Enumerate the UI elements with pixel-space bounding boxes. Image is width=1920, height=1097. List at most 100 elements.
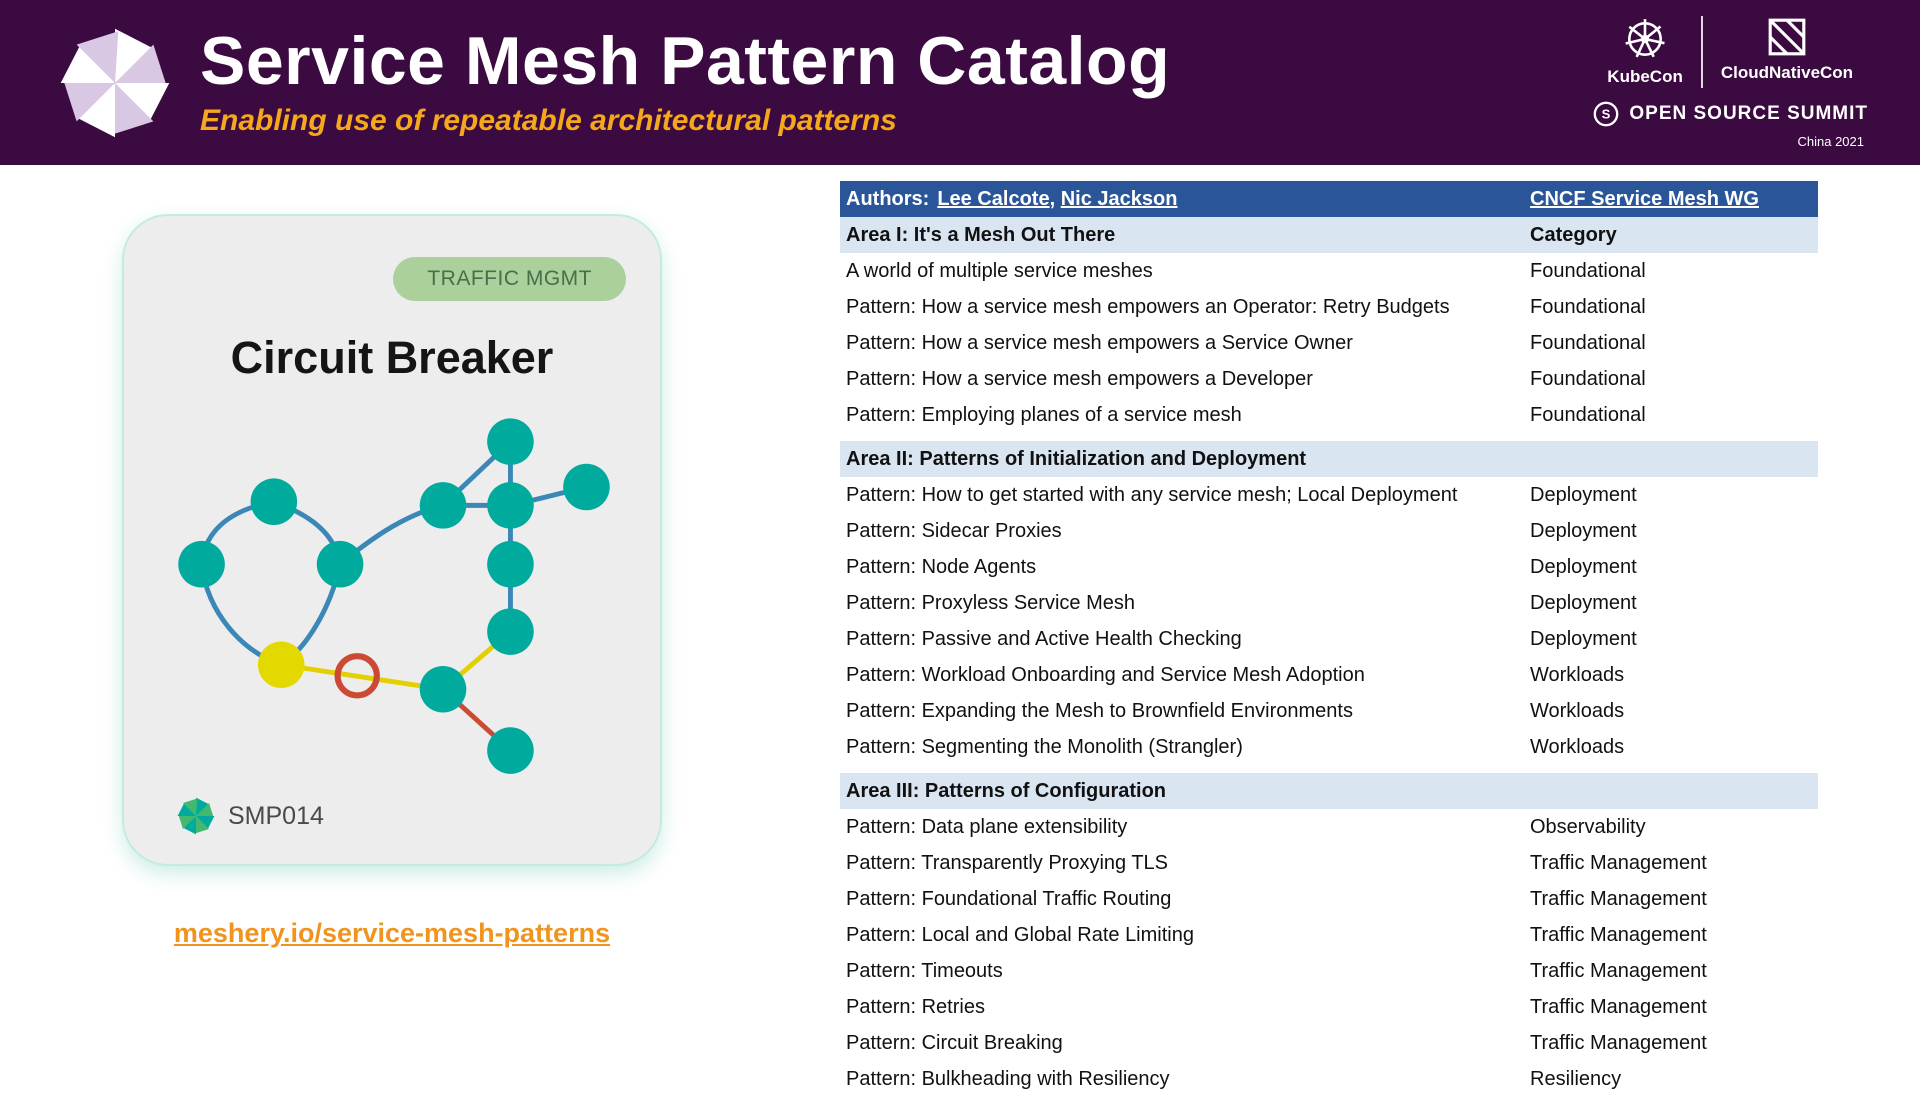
edition-label: China 2021 bbox=[1797, 134, 1865, 149]
page-subtitle: Enabling use of repeatable architectural… bbox=[200, 104, 897, 138]
pattern-row: Pattern: Node Agents Deployment bbox=[840, 549, 1818, 585]
category-header: Category bbox=[1530, 224, 1617, 246]
pattern-row: A world of multiple service meshes Founda… bbox=[840, 253, 1818, 289]
kubecon-logo: KubeCon bbox=[1607, 16, 1683, 87]
category-cell: Foundational bbox=[1530, 404, 1646, 426]
area-header-row: Area III: Patterns of Configuration bbox=[840, 773, 1818, 809]
pattern-cell: Pattern: Foundational Traffic Routing bbox=[846, 888, 1172, 910]
failing-node bbox=[257, 641, 305, 689]
pattern-row: Pattern: Passive and Active Health Check… bbox=[840, 621, 1818, 657]
category-cell: Foundational bbox=[1530, 368, 1646, 390]
pattern-cell: Pattern: Local and Global Rate Limiting bbox=[846, 924, 1194, 946]
category-cell: Traffic Management bbox=[1530, 888, 1707, 910]
pattern-cell: Pattern: Circuit Breaking bbox=[846, 1032, 1063, 1054]
category-cell: Deployment bbox=[1530, 556, 1637, 578]
category-cell: Deployment bbox=[1530, 628, 1637, 650]
author-link-lee-calcote[interactable]: Lee Calcote bbox=[937, 188, 1050, 210]
pattern-row: Pattern: Employing planes of a service m… bbox=[840, 397, 1818, 433]
pattern-cell: A world of multiple service meshes bbox=[846, 260, 1153, 282]
kubernetes-wheel-icon bbox=[1625, 19, 1665, 58]
pattern-cell: Pattern: Passive and Active Health Check… bbox=[846, 628, 1242, 650]
pattern-cell: Pattern: Bulkheading with Resiliency bbox=[846, 1068, 1170, 1090]
open-source-summit-icon: S bbox=[1594, 101, 1619, 127]
pattern-row: Pattern: How a service mesh empowers a D… bbox=[840, 361, 1818, 397]
pattern-row: Pattern: Foundational Traffic Routing Tra… bbox=[840, 881, 1818, 917]
svg-text:S: S bbox=[1602, 107, 1611, 122]
authors-label: Authors: bbox=[846, 188, 930, 210]
authors-separator: , bbox=[1049, 188, 1061, 210]
pattern-cell: Pattern: Segmenting the Monolith (Strang… bbox=[846, 736, 1243, 758]
cloudnativecon-logo: CloudNativeCon bbox=[1721, 16, 1853, 83]
area-title: Area III: Patterns of Configuration bbox=[846, 780, 1167, 802]
pattern-cell: Pattern: How a service mesh empowers a S… bbox=[846, 332, 1353, 354]
pattern-table: Authors: Lee Calcote, Nic Jackson CNCF Se… bbox=[840, 181, 1818, 1097]
conference-brand-block: KubeCon CloudNativeCon S OPEN SOURCE SUM… bbox=[1592, 16, 1868, 149]
category-cell: Traffic Management bbox=[1530, 1032, 1707, 1054]
category-cell: Foundational bbox=[1530, 260, 1646, 282]
category-cell: Traffic Management bbox=[1530, 996, 1707, 1018]
pattern-row: Pattern: How to get started with any ser… bbox=[840, 477, 1818, 513]
pattern-row: Pattern: Circuit Breaking Traffic Managem… bbox=[840, 1025, 1818, 1061]
pattern-row: Pattern: Expanding the Mesh to Brownfiel… bbox=[840, 693, 1818, 729]
pattern-table-sections: Area I: It's a Mesh Out There Category A w… bbox=[840, 217, 1818, 1097]
area-header-row: Area II: Patterns of Initialization and … bbox=[840, 441, 1818, 477]
pattern-cell: Pattern: Workload Onboarding and Service… bbox=[846, 664, 1365, 686]
pattern-row: Pattern: Local and Global Rate Limiting T… bbox=[840, 917, 1818, 953]
breaker-ring-icon bbox=[334, 653, 380, 699]
pattern-row: Pattern: Transparently Proxying TLS Traff… bbox=[840, 845, 1818, 881]
area-title: Area I: It's a Mesh Out There bbox=[846, 224, 1116, 246]
cloudnativecon-icon bbox=[1768, 18, 1806, 56]
pattern-cell: Pattern: How a service mesh empowers an … bbox=[846, 296, 1450, 318]
category-cell: Foundational bbox=[1530, 332, 1646, 354]
pattern-row: Pattern: How a service mesh empowers an … bbox=[840, 289, 1818, 325]
pattern-cell: Pattern: How a service mesh empowers a D… bbox=[846, 368, 1313, 390]
cloudnativecon-label: CloudNativeCon bbox=[1720, 63, 1854, 82]
category-cell: Resiliency bbox=[1530, 1068, 1622, 1090]
pattern-cell: Pattern: Expanding the Mesh to Brownfiel… bbox=[846, 700, 1353, 722]
service-nodes bbox=[178, 418, 610, 774]
pattern-cell: Pattern: Retries bbox=[846, 996, 985, 1018]
pattern-row: Pattern: Bulkheading with Resiliency Resi… bbox=[840, 1061, 1818, 1097]
category-cell: Deployment bbox=[1530, 592, 1637, 614]
category-cell: Workloads bbox=[1530, 664, 1625, 686]
pattern-row: Pattern: Retries Traffic Management bbox=[840, 989, 1818, 1025]
pattern-row: Pattern: Proxyless Service Mesh Deploymen… bbox=[840, 585, 1818, 621]
brand-divider bbox=[1700, 16, 1703, 88]
author-link-nic-jackson[interactable]: Nic Jackson bbox=[1060, 188, 1178, 210]
category-cell: Deployment bbox=[1530, 484, 1637, 506]
kubecon-label: KubeCon bbox=[1607, 67, 1683, 86]
pattern-cell: Pattern: Proxyless Service Mesh bbox=[846, 592, 1135, 614]
pattern-cell: Pattern: Node Agents bbox=[846, 556, 1037, 578]
category-cell: Traffic Management bbox=[1530, 852, 1707, 874]
category-badge: TRAFFIC MGMT bbox=[393, 257, 626, 301]
category-cell: Workloads bbox=[1530, 700, 1625, 722]
pattern-cell: Pattern: Employing planes of a service m… bbox=[846, 404, 1242, 426]
pattern-cell: Pattern: Data plane extensibility bbox=[846, 816, 1128, 838]
pattern-row: Pattern: Workload Onboarding and Service… bbox=[840, 657, 1818, 693]
table-header-row: Authors: Lee Calcote, Nic Jackson CNCF Se… bbox=[840, 181, 1818, 217]
meshery-logo-icon bbox=[60, 28, 170, 137]
pattern-cell: Pattern: How to get started with any ser… bbox=[846, 484, 1458, 506]
category-cell: Observability bbox=[1530, 816, 1646, 838]
area-title: Area II: Patterns of Initialization and … bbox=[846, 448, 1307, 470]
category-cell: Traffic Management bbox=[1530, 924, 1707, 946]
page-title: Service Mesh Pattern Catalog bbox=[200, 22, 1171, 99]
category-cell: Deployment bbox=[1530, 520, 1637, 542]
category-cell: Workloads bbox=[1530, 736, 1625, 758]
pattern-card-title: Circuit Breaker bbox=[230, 332, 554, 383]
category-cell: Foundational bbox=[1530, 296, 1646, 318]
meshery-logo-small-icon bbox=[177, 797, 215, 835]
pattern-row: Pattern: Segmenting the Monolith (Strang… bbox=[840, 729, 1818, 765]
catalog-link[interactable]: meshery.io/service-mesh-patterns bbox=[173, 918, 611, 948]
circuit-breaker-diagram bbox=[178, 418, 610, 774]
pattern-row: Pattern: Sidecar Proxies Deployment bbox=[840, 513, 1818, 549]
header-banner: Service Mesh Pattern Catalog Enabling us… bbox=[0, 0, 1920, 165]
pattern-row: Pattern: Data plane extensibility Observa… bbox=[840, 809, 1818, 845]
pattern-cell: Pattern: Sidecar Proxies bbox=[846, 520, 1062, 542]
pattern-cell: Pattern: Transparently Proxying TLS bbox=[846, 852, 1169, 874]
pattern-code: SMP014 bbox=[228, 801, 324, 830]
cncf-wg-link[interactable]: CNCF Service Mesh WG bbox=[1530, 188, 1759, 210]
pattern-row: Pattern: How a service mesh empowers a S… bbox=[840, 325, 1818, 361]
area-header-row: Area I: It's a Mesh Out There Category bbox=[840, 217, 1818, 253]
